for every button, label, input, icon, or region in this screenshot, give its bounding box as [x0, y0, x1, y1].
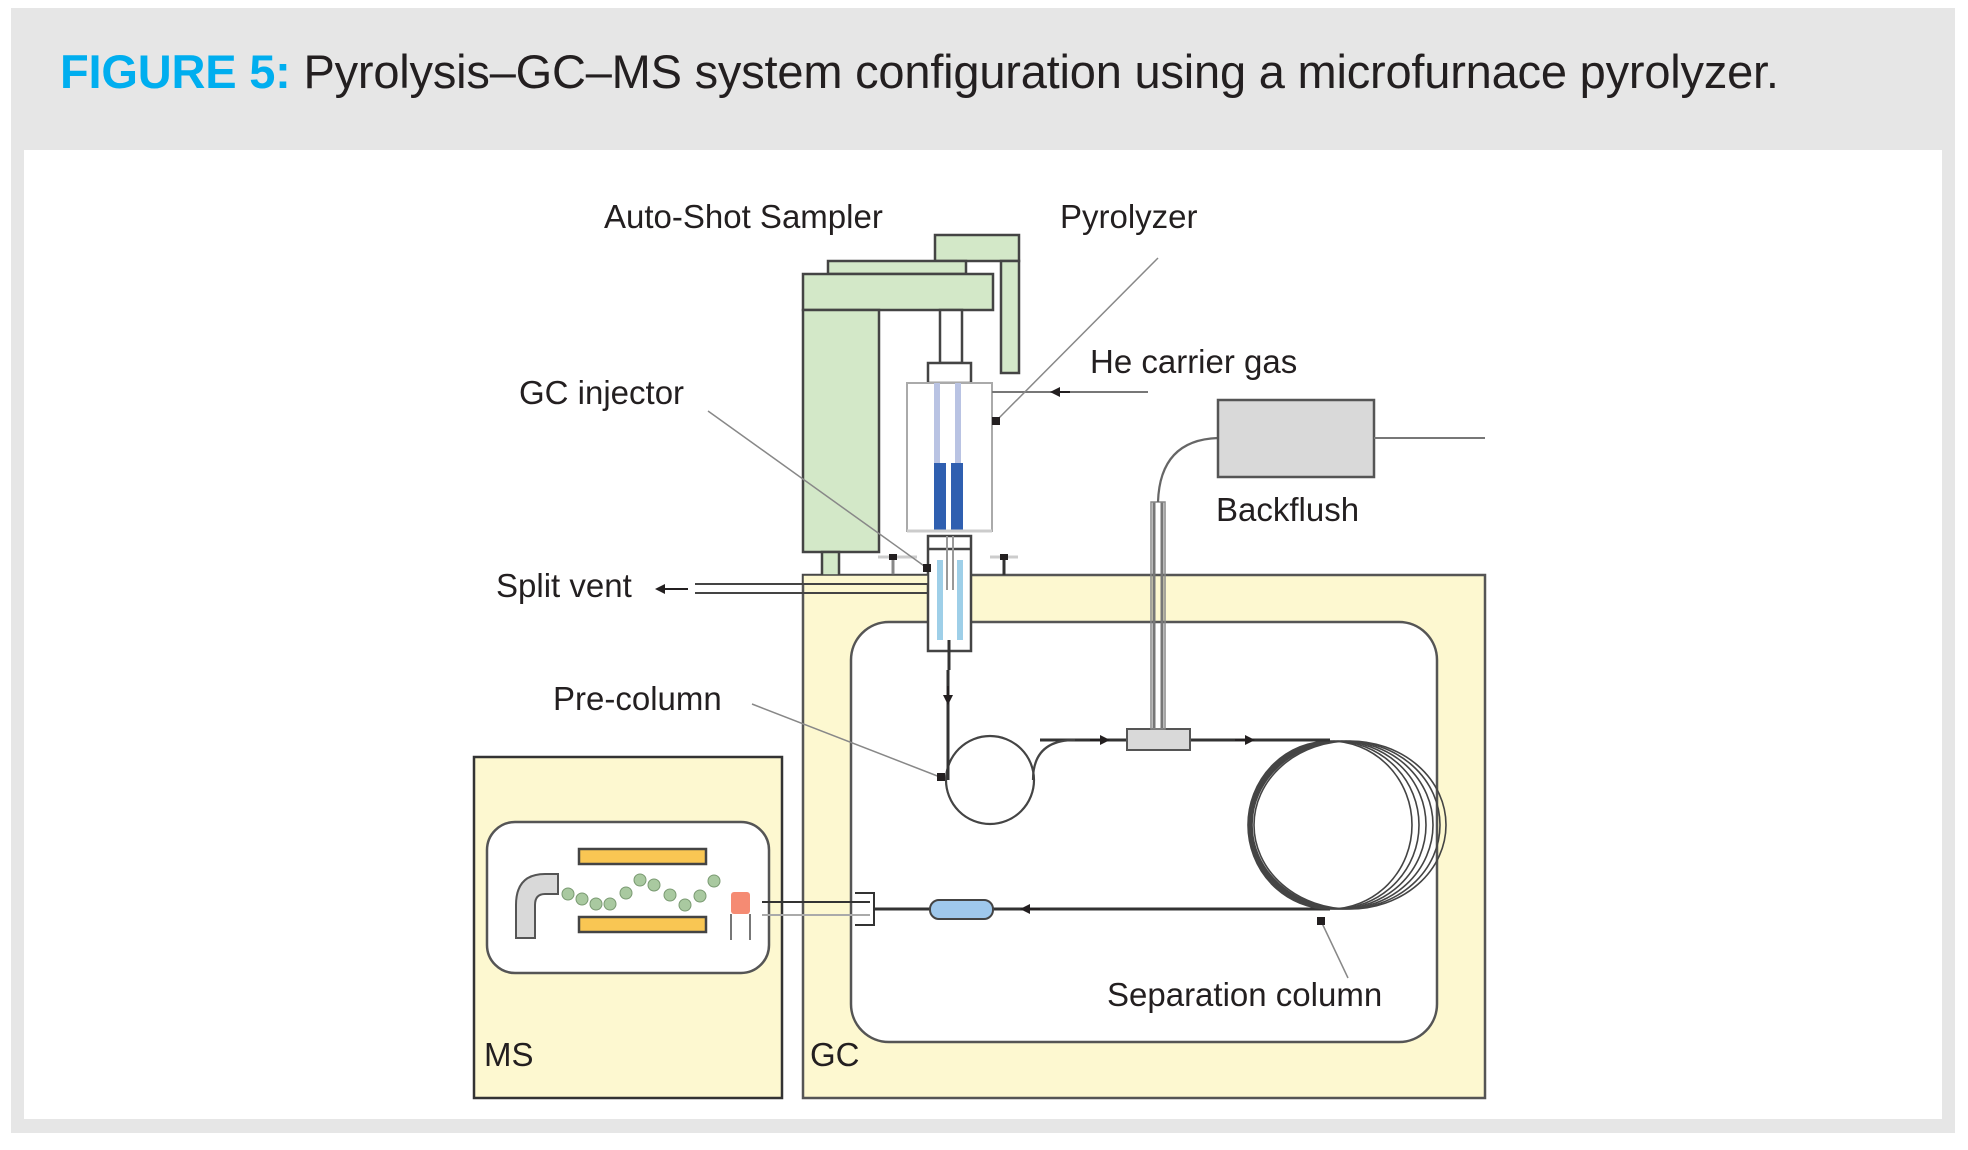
sampler-column: [801, 308, 881, 554]
label-pre-column: Pre-column: [553, 680, 722, 717]
label-gc-injector: GC injector: [519, 374, 684, 411]
auto-shot-sampler: [801, 233, 1021, 578]
label-separation-column: Separation column: [1107, 976, 1382, 1013]
sampler-hat: [933, 233, 1021, 263]
gc-oven: [801, 573, 1487, 1100]
leader-dots: [923, 417, 1325, 925]
label-auto-shot-sampler: Auto-Shot Sampler: [604, 198, 883, 235]
figure-caption-text: Pyrolysis–GC–MS system configuration usi…: [303, 45, 1779, 98]
label-ms: MS: [484, 1036, 534, 1073]
leader-lines: [707, 257, 1349, 979]
heater-icon: [934, 463, 946, 531]
gc-oven-chamber: [849, 620, 1439, 1044]
liner-icon: [937, 560, 943, 640]
gc-flow-path: [874, 436, 1447, 920]
label-pyrolyzer: Pyrolyzer: [1060, 198, 1198, 235]
figure-number: FIGURE 5:: [60, 45, 291, 98]
backflush-device: [1216, 398, 1376, 479]
pyrolyzer-furnace: [906, 382, 1148, 533]
restrictor-icon: [929, 899, 994, 920]
ion-path-icon: [561, 873, 721, 912]
figure-caption: FIGURE 5: Pyrolysis–GC–MS system configu…: [60, 44, 1779, 99]
label-split-vent: Split vent: [496, 567, 632, 604]
label-gc: GC: [810, 1036, 860, 1073]
separation-column-coil: [1247, 740, 1447, 910]
quadrupole-rod-bottom: [577, 915, 708, 934]
backflush-tee-icon: [1126, 728, 1191, 751]
ms-unit: [472, 755, 784, 1100]
quadrupole-rod-top: [577, 847, 708, 866]
gc-injector: [655, 534, 1018, 670]
label-he-carrier-gas: He carrier gas: [1090, 343, 1297, 380]
label-backflush: Backflush: [1216, 491, 1359, 528]
ion-source-icon: [731, 892, 750, 914]
electron-multiplier-icon: [515, 873, 559, 939]
